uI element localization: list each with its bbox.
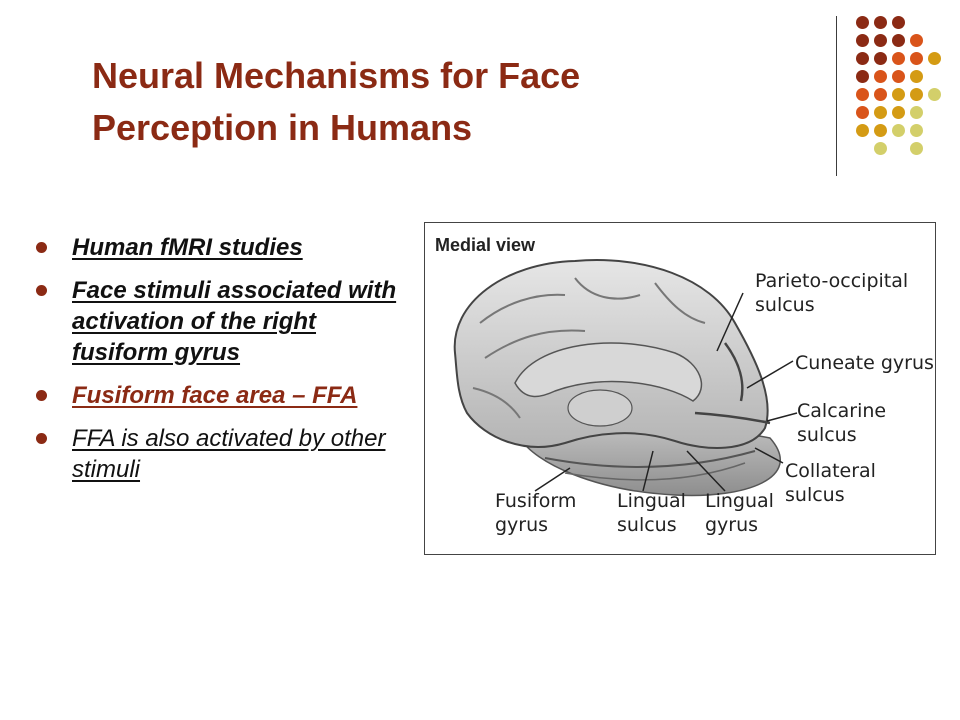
decor-dot <box>856 106 869 119</box>
decorative-divider <box>836 16 837 176</box>
decor-dot <box>874 106 887 119</box>
label-lingual-sulcus: Lingual sulcus <box>617 490 686 536</box>
decor-dot <box>856 88 869 101</box>
decor-dot <box>856 52 869 65</box>
label-calcarine-sulcus: Calcarine sulcus <box>797 400 887 446</box>
decor-dot <box>910 70 923 83</box>
decor-dot <box>874 34 887 47</box>
corpus-callosum <box>514 342 703 402</box>
decor-dot <box>856 16 869 29</box>
decor-dot <box>910 142 923 155</box>
label-fusiform-gyrus: Fusiform gyrus <box>495 490 577 536</box>
calcarine-sulcus <box>694 411 771 425</box>
decor-dot <box>928 88 941 101</box>
bullet-list: Human fMRI studies Face stimuli associat… <box>36 232 416 497</box>
label-lingual-gyrus: Lingual gyrus <box>705 490 774 536</box>
bullet-marker-icon <box>36 285 47 296</box>
decor-dot <box>874 52 887 65</box>
decor-dot <box>874 124 887 137</box>
decor-dot <box>874 16 887 29</box>
decor-dot <box>892 34 905 47</box>
decor-dot <box>856 70 869 83</box>
decor-dot <box>892 16 905 29</box>
brain-medial-view-figure: Medial view Parieto-occipital sulcus Cun… <box>424 222 936 555</box>
bullet-item: FFA is also activated by other stimuli <box>36 423 416 485</box>
bullet-item: Fusiform face area – FFA <box>36 380 416 411</box>
decor-dot <box>856 124 869 137</box>
decor-dot <box>910 52 923 65</box>
label-parieto-occipital-sulcus: Parieto-occipital sulcus <box>755 270 909 316</box>
decor-dot <box>892 70 905 83</box>
decor-dot <box>892 106 905 119</box>
bullet-text: Face stimuli associated with activation … <box>72 277 397 366</box>
slide-title-line-1: Neural Mechanisms for Face <box>92 55 581 96</box>
bullet-marker-icon <box>36 433 47 444</box>
figure-title: Medial view <box>435 235 536 255</box>
parieto-occipital-sulcus <box>723 342 744 402</box>
slide-title-line-2: Perception in Humans <box>92 107 473 148</box>
decor-dot <box>874 70 887 83</box>
bullet-text: Human fMRI studies <box>72 234 303 261</box>
decor-dot <box>892 124 905 137</box>
bullet-text: Fusiform face area – FFA <box>72 382 358 409</box>
bullet-item: Human fMRI studies <box>36 232 416 263</box>
bullet-item: Face stimuli associated with activation … <box>36 275 416 368</box>
collateral-sulcus <box>544 450 756 468</box>
decor-dot <box>892 52 905 65</box>
slide-title: Neural Mechanisms for Face Perception in… <box>92 50 792 154</box>
decor-dot <box>928 52 941 65</box>
bullet-marker-icon <box>36 390 47 401</box>
decor-dot <box>856 34 869 47</box>
label-cuneate-gyrus: Cuneate gyrus <box>795 352 934 374</box>
decor-dot <box>910 124 923 137</box>
decor-dot <box>910 34 923 47</box>
decor-dot <box>874 142 887 155</box>
bullet-marker-icon <box>36 242 47 253</box>
decor-dot <box>892 88 905 101</box>
bullet-text: FFA is also activated by other stimuli <box>72 425 386 483</box>
decor-dot <box>874 88 887 101</box>
decorative-dot-grid <box>848 10 948 160</box>
decor-dot <box>910 106 923 119</box>
label-collateral-sulcus: Collateral sulcus <box>785 460 876 506</box>
decor-dot <box>910 88 923 101</box>
brain-illustration <box>453 259 798 497</box>
